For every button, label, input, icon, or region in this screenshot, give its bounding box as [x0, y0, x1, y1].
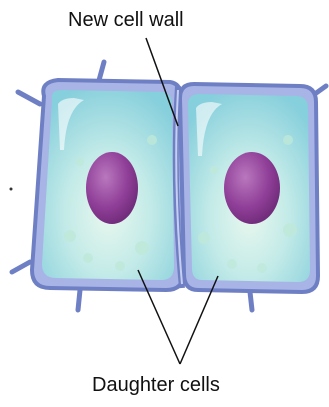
- left-daughter-cell: [32, 80, 184, 290]
- left-nucleus: [86, 152, 138, 224]
- edge-mark: [10, 188, 13, 191]
- right-nucleus: [224, 152, 280, 224]
- right-daughter-cell: [180, 84, 318, 292]
- daughter-cells-label: Daughter cells: [92, 375, 220, 395]
- new-cell-wall-label: New cell wall: [68, 10, 184, 30]
